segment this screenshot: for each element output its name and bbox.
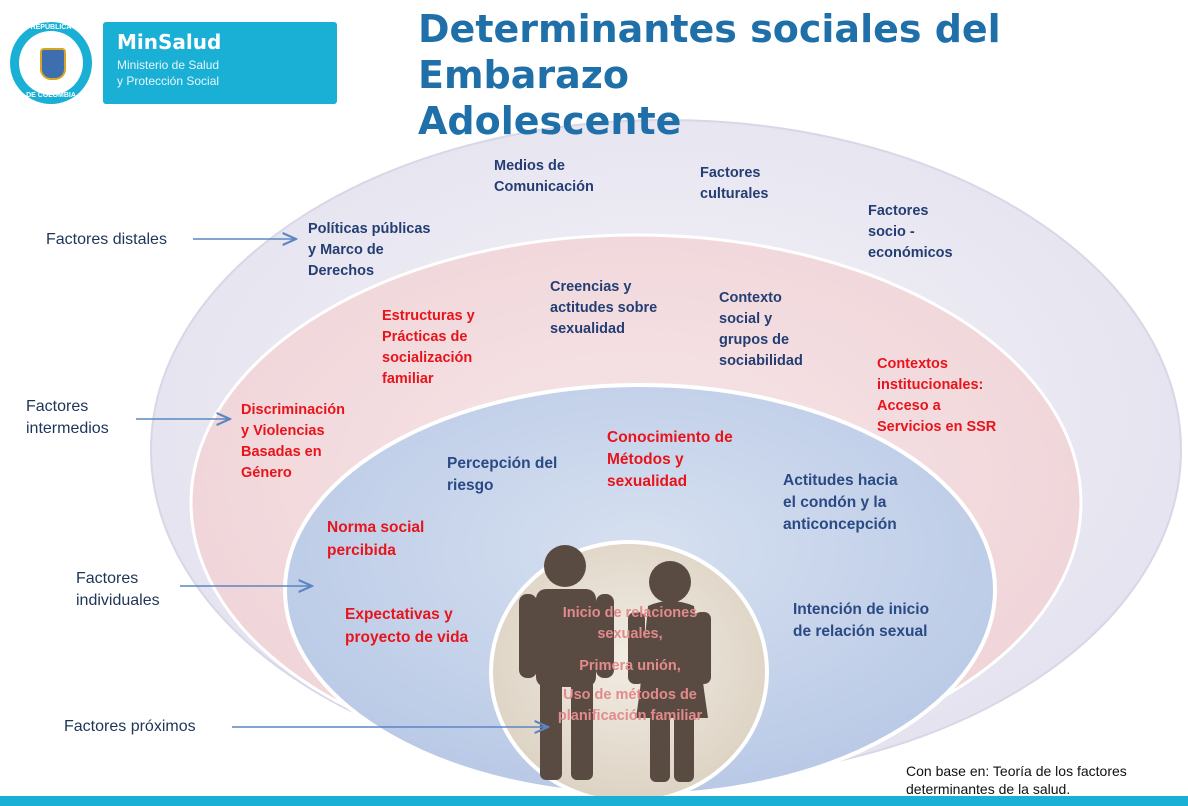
factor-line: culturales: [700, 186, 769, 202]
factor-percepcion-riesgo: Percepción del riesgo: [447, 453, 557, 497]
seal-inner: [19, 31, 83, 95]
title-line-2: Adolescente: [418, 99, 682, 143]
factor-line: Factores: [700, 165, 761, 181]
factor-line: Prácticas de: [382, 329, 468, 345]
factor-line: Acceso a: [877, 398, 941, 414]
factor-medios-comunicacion: Medios de Comunicación: [494, 156, 594, 198]
factor-line: Percepción del: [447, 455, 558, 472]
factor-line: sociabilidad: [719, 353, 803, 369]
factor-line: sexuales,: [597, 626, 663, 642]
seal-bottom-text: DE COLOMBIA: [26, 92, 76, 99]
factor-line: y Violencias: [241, 423, 325, 439]
factor-line: económicos: [868, 245, 953, 261]
factor-norma-social: Norma social percibida: [327, 516, 424, 562]
page-title: Determinantes sociales del Embarazo Adol…: [418, 6, 1178, 144]
factor-contextos-institucionales: Contextos institucionales: Acceso a Serv…: [877, 354, 996, 438]
factor-line: Primera unión,: [579, 658, 681, 674]
title-line-1: Determinantes sociales del Embarazo: [418, 7, 1001, 97]
factor-line: de relación sexual: [793, 623, 928, 640]
factor-line: riesgo: [447, 477, 494, 494]
label-individuales-line-1: Factores: [76, 570, 139, 587]
factor-line: socio -: [868, 224, 915, 240]
factor-line: planificación familiar: [557, 708, 703, 724]
source-note-line-1: Con base en: Teoría de los factores: [906, 763, 1127, 779]
seal-top-text: REPÚBLICA: [30, 24, 72, 31]
factor-line: Derechos: [308, 263, 375, 279]
factor-line: el condón y la: [783, 494, 887, 511]
factor-discriminacion: Discriminación y Violencias Basadas en G…: [241, 400, 345, 484]
factor-line: grupos de: [719, 332, 790, 348]
factor-politicas-publicas: Políticas públicas y Marco de Derechos: [308, 219, 431, 282]
minsalud-logo: MinSalud Ministerio de Salud y Protecció…: [103, 22, 337, 104]
label-factores-individuales: Factores individuales: [76, 568, 160, 612]
factor-line: Expectativas y: [345, 606, 453, 623]
factor-line: Conocimiento de: [607, 429, 733, 446]
factor-line: actitudes sobre: [550, 300, 658, 316]
factor-line: Inicio de relaciones: [562, 605, 698, 621]
factor-line: Políticas públicas: [308, 221, 431, 237]
factor-line: Contextos: [877, 356, 948, 372]
factor-culturales: Factores culturales: [700, 163, 769, 205]
factor-inicio-relaciones: Inicio de relaciones sexuales,: [532, 603, 728, 645]
factor-line: Creencias y: [550, 279, 632, 295]
factor-line: Uso de métodos de: [563, 687, 697, 703]
label-factores-intermedios: Factores intermedios: [26, 396, 109, 440]
factor-line: socialización: [382, 350, 473, 366]
factor-line: Medios de: [494, 158, 565, 174]
label-factores-proximos: Factores próximos: [64, 718, 196, 735]
factor-primera-union: Primera unión,: [532, 656, 728, 677]
couple-silhouette-icon: [519, 545, 711, 782]
factor-contexto-social: Contexto social y grupos de sociabilidad: [719, 288, 803, 372]
factor-creencias: Creencias y actitudes sobre sexualidad: [550, 277, 657, 340]
factor-socioeconomicos: Factores socio - económicos: [868, 201, 953, 264]
factor-line: percibida: [327, 542, 396, 559]
factor-line: Contexto: [719, 290, 782, 306]
factor-conocimiento-metodos: Conocimiento de Métodos y sexualidad: [607, 427, 733, 493]
factor-line: proyecto de vida: [345, 629, 469, 646]
factor-line: Intención de inicio: [793, 601, 930, 618]
source-note-line-2: determinantes de la salud.: [906, 781, 1071, 797]
factor-uso-metodos: Uso de métodos de planificación familiar: [532, 685, 728, 727]
factor-intencion-inicio: Intención de inicio de relación sexual: [793, 599, 929, 643]
label-factores-distales: Factores distales: [46, 231, 167, 248]
factor-line: institucionales:: [877, 377, 984, 393]
factor-line: anticoncepción: [783, 516, 897, 533]
factor-actitudes-condon: Actitudes hacia el condón y la anticonce…: [783, 470, 898, 536]
factor-line: sexualidad: [550, 321, 625, 337]
logo-brand: MinSalud: [117, 30, 222, 54]
logo-subtitle-2: y Protección Social: [117, 74, 220, 88]
source-note: Con base en: Teoría de los factores dete…: [906, 762, 1127, 798]
factor-line: Métodos y: [607, 451, 684, 468]
factor-line: Norma social: [327, 519, 425, 536]
factor-line: Actitudes hacia: [783, 472, 898, 489]
factor-line: Género: [241, 465, 292, 481]
factor-line: Factores: [868, 203, 929, 219]
label-intermedios-line-2: intermedios: [26, 420, 109, 437]
factor-line: Servicios en SSR: [877, 419, 997, 435]
bottom-bar: [0, 796, 1188, 806]
factor-line: Discriminación: [241, 402, 345, 418]
factor-line: Estructuras y: [382, 308, 475, 324]
factor-estructuras-familiares: Estructuras y Prácticas de socialización…: [382, 306, 475, 390]
label-intermedios-line-1: Factores: [26, 398, 89, 415]
label-individuales-line-2: individuales: [76, 592, 160, 609]
factor-line: Comunicación: [494, 179, 594, 195]
logo-subtitle-1: Ministerio de Salud: [117, 58, 220, 72]
factor-line: y Marco de: [308, 242, 384, 258]
coat-of-arms-icon: [40, 48, 66, 80]
factor-line: social y: [719, 311, 773, 327]
factor-line: Basadas en: [241, 444, 322, 460]
factor-line: sexualidad: [607, 473, 688, 490]
factor-expectativas: Expectativas y proyecto de vida: [345, 603, 468, 649]
colombia-seal-logo: REPÚBLICA DE COLOMBIA: [10, 22, 92, 104]
factor-line: familiar: [382, 371, 434, 387]
